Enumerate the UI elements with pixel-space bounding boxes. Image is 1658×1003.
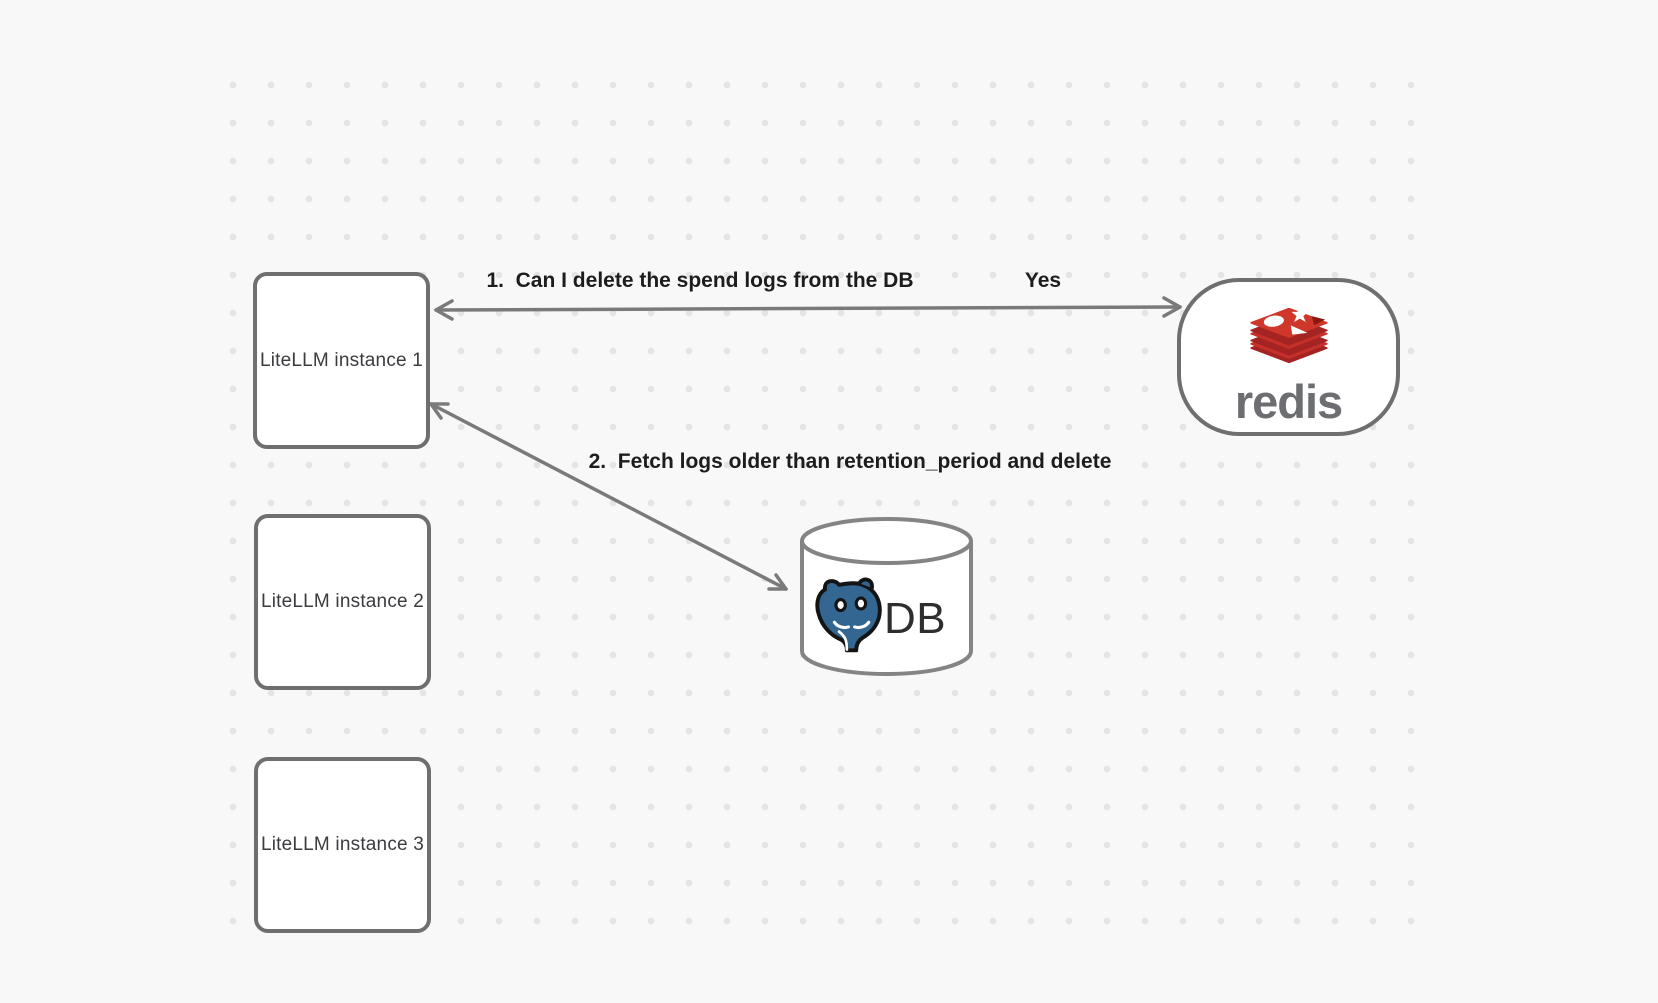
arrow1-response-label[interactable]: Yes <box>1024 269 1062 292</box>
node-label: LiteLLM instance 3 <box>260 834 425 855</box>
db-label: DB <box>884 594 947 643</box>
node-litellm-instance-3[interactable]: LiteLLM instance 3 <box>254 757 431 933</box>
redis-wordmark: redis <box>1234 375 1343 428</box>
node-label: LiteLLM instance 2 <box>260 591 425 612</box>
arrow1-label[interactable]: 1. Can I delete the spend logs from the … <box>486 269 914 292</box>
postgres-logo-icon <box>815 577 882 653</box>
node-litellm-instance-2[interactable]: LiteLLM instance 2 <box>254 514 431 690</box>
node-redis[interactable]: redis <box>1177 278 1400 436</box>
node-label: LiteLLM instance 1 <box>259 349 424 371</box>
redis-logo-icon <box>1249 308 1328 364</box>
arrow2-label[interactable]: 2. Fetch logs older than retention_perio… <box>588 450 1112 473</box>
node-litellm-instance-1[interactable]: LiteLLM instance 1 <box>253 272 430 449</box>
